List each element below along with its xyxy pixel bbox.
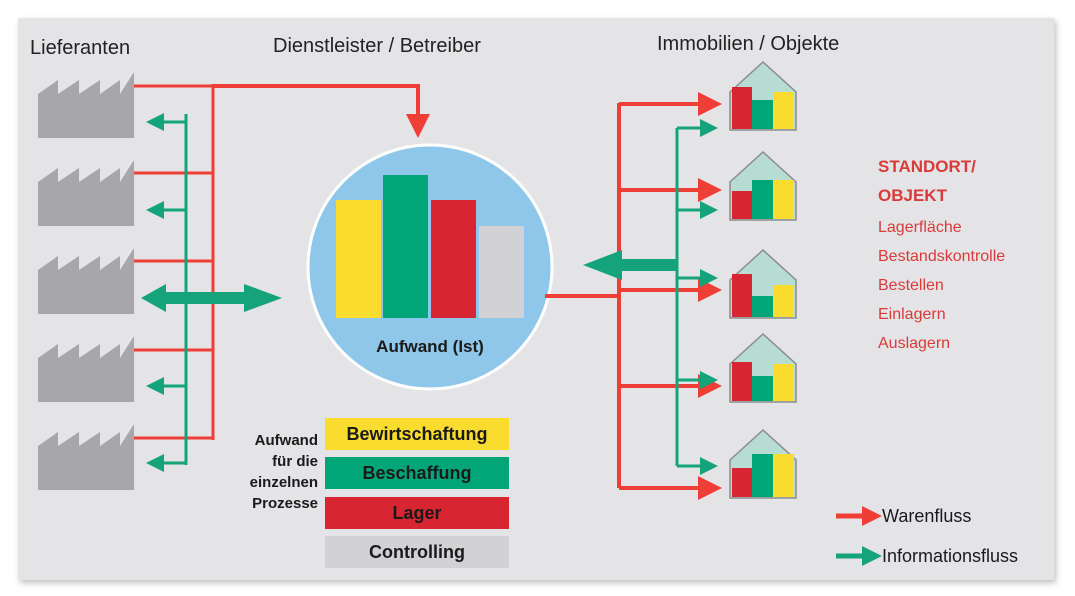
legend-arrows xyxy=(836,506,882,566)
info-return-arrow xyxy=(583,250,677,280)
factory-icon xyxy=(38,248,134,314)
process-beschaffung: Beschaffung xyxy=(325,457,509,489)
legend-informationsfluss: Informationsfluss xyxy=(882,546,1019,566)
sidebar-title-line: STANDORT/ xyxy=(878,157,976,176)
warenfluss-arrow-icon xyxy=(836,506,882,526)
process-intro-line: einzelnen xyxy=(249,474,318,491)
property-warenfluss-lines xyxy=(545,92,722,500)
sidebar-item: Bestellen xyxy=(878,277,944,294)
house-icon xyxy=(729,60,797,131)
bar-lager xyxy=(431,200,476,318)
double-info-arrow xyxy=(141,284,282,312)
supplier-factories xyxy=(38,72,134,490)
property-informationsfluss-lines xyxy=(675,119,718,475)
header-dienstleister: Dienstleister / Betreiber xyxy=(273,35,481,57)
header-lieferanten: Lieferanten xyxy=(30,37,131,59)
sidebar-item: Auslagern xyxy=(878,335,951,352)
bar-beschaffung xyxy=(383,175,428,318)
bar-controlling xyxy=(479,226,524,318)
house-icon xyxy=(729,428,797,499)
informationsfluss-arrow-icon xyxy=(836,546,882,566)
aufwand-circle xyxy=(306,143,554,391)
property-houses xyxy=(729,60,797,499)
sidebar-item: Einlagern xyxy=(878,306,946,323)
factory-icon xyxy=(38,424,134,490)
process-controlling: Controlling xyxy=(325,536,509,568)
sidebar-item: Bestandskontrolle xyxy=(878,248,1006,265)
factory-icon xyxy=(38,336,134,402)
header-immobilien: Immobilien / Objekte xyxy=(657,33,840,55)
sidebar-item: Lagerfläche xyxy=(878,219,962,236)
process-bewirtschaftung: Bewirtschaftung xyxy=(325,418,509,450)
house-icon xyxy=(729,332,797,403)
factory-icon xyxy=(38,72,134,138)
legend-warenfluss: Warenfluss xyxy=(882,506,972,526)
process-intro: Aufwand für die einzelnen Prozesse xyxy=(226,430,318,514)
house-icon xyxy=(729,248,797,319)
factory-icon xyxy=(38,160,134,226)
sidebar-title-line: OBJEKT xyxy=(878,186,947,205)
process-lager: Lager xyxy=(325,497,509,529)
supplier-warenfluss-lines xyxy=(134,84,430,440)
house-icon xyxy=(729,150,797,221)
bar-bewirtschaftung xyxy=(336,200,381,318)
process-intro-line: Aufwand xyxy=(254,432,318,449)
process-intro-line: für die xyxy=(272,453,318,470)
center-caption: Aufwand (Ist) xyxy=(376,337,484,356)
process-intro-line: Prozesse xyxy=(252,495,318,512)
